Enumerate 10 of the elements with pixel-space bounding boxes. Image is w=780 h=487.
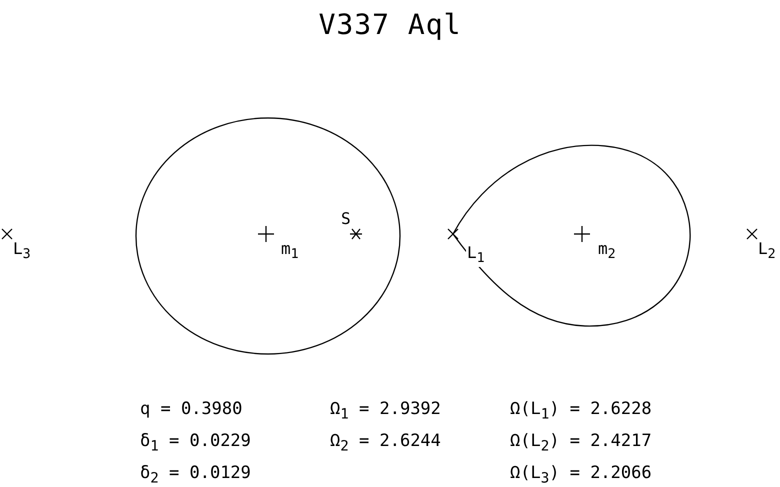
parameter-value: Ω(L$_{1}$) = 2.6228 [510, 401, 652, 422]
parameter-value: Ω(L$_{2}$) = 2.4217 [510, 433, 652, 454]
parameter-value: Ω$_{2}$ = 2.6244 [330, 433, 441, 454]
point-label: L$_{1}$ [466, 244, 486, 267]
parameter-value: δ$_{1}$ = 0.0229 [140, 433, 251, 454]
diagram-title: V337 Aql [318, 8, 462, 41]
parameter-value: q = 0.3980 [140, 401, 242, 418]
parameter-value: Ω$_{1}$ = 2.9392 [330, 401, 441, 422]
parameter-value: Ω(L$_{3}$) = 2.2066 [510, 465, 652, 486]
parameter-value: δ$_{2}$ = 0.0129 [140, 465, 251, 486]
